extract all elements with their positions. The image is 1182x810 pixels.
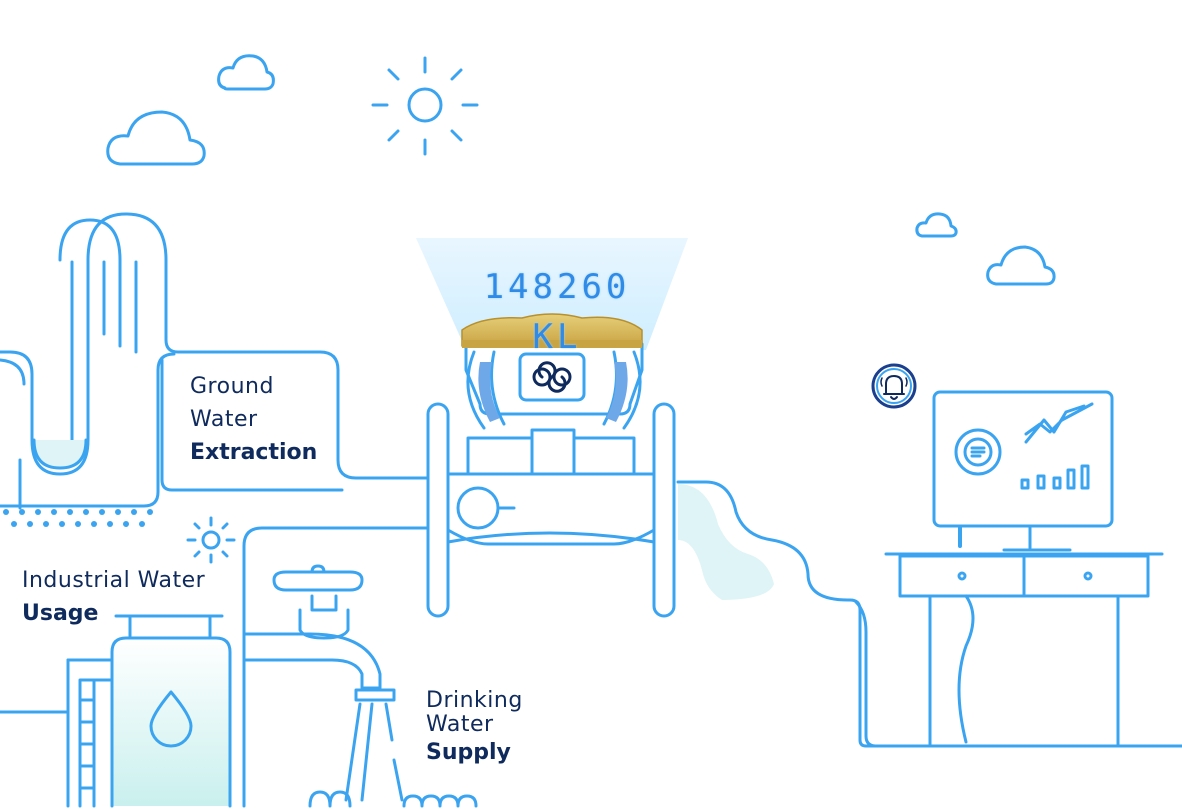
label-line: Industrial Water bbox=[22, 568, 206, 593]
label-line: Water bbox=[190, 407, 258, 432]
cloud-icon bbox=[986, 245, 1056, 286]
label-industrial-water-usage: Industrial Water Usage bbox=[22, 564, 205, 630]
cloud-icon bbox=[217, 54, 275, 91]
industrial-tank bbox=[0, 614, 232, 808]
bar-chart-icon bbox=[1020, 464, 1090, 490]
donut-chart-icon bbox=[954, 428, 1002, 476]
label-bold: Extraction bbox=[190, 440, 318, 465]
label-bold: Supply bbox=[426, 740, 511, 765]
sun-icon bbox=[371, 56, 479, 156]
label-line: Ground bbox=[190, 374, 274, 399]
desk bbox=[884, 552, 1164, 746]
line-chart-icon bbox=[1024, 402, 1094, 444]
cloud-icon bbox=[915, 212, 958, 238]
groundwater-pipes bbox=[0, 212, 454, 510]
bell-icon bbox=[871, 363, 917, 409]
faucet bbox=[242, 564, 478, 808]
monitor bbox=[932, 390, 1114, 552]
meter-logo-icon bbox=[532, 361, 572, 393]
water-meter bbox=[426, 342, 676, 618]
label-ground-water-extraction: Ground Water Extraction bbox=[190, 370, 317, 469]
ground-dots bbox=[3, 509, 153, 527]
sun-icon bbox=[186, 516, 236, 564]
label-line: Water bbox=[426, 712, 494, 737]
water-drop-icon bbox=[149, 690, 193, 748]
label-bold: Usage bbox=[22, 601, 99, 626]
label-drinking-water-supply: Drinking Water Supply bbox=[426, 688, 523, 769]
cloud-icon bbox=[106, 110, 206, 166]
meter-reading: 148260 KL bbox=[483, 267, 631, 357]
label-line: Drinking bbox=[426, 688, 523, 713]
